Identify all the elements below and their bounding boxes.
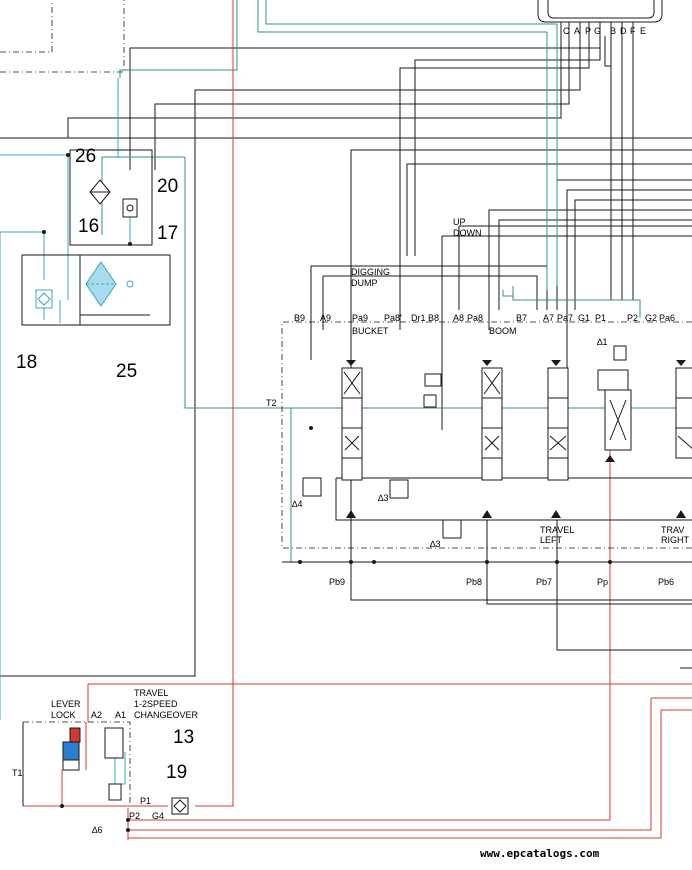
spool-boom (481, 360, 503, 518)
callout-13: 13 (173, 727, 195, 748)
pump-unit-top-right (537, 0, 663, 36)
callout-17: 17 (157, 223, 179, 244)
label-star-3a: ∆3 (378, 493, 389, 503)
label-boom: BOOM (489, 326, 517, 336)
port-pa6: Pa6 (659, 313, 676, 323)
port-label-f: F (630, 26, 636, 36)
label-digging: DIGGING (351, 267, 391, 277)
port-a2: A2 (91, 710, 103, 720)
label-star-3b: ∆3 (430, 539, 441, 549)
port-label-d: D (620, 26, 627, 36)
port-p1-lower: P1 (140, 796, 152, 806)
port-pa9: Pa9 (352, 313, 369, 323)
pump-pilot-valve (597, 345, 632, 462)
upper-left-dashed-frames (0, 0, 125, 73)
port-g4: G4 (152, 811, 165, 821)
watermark-url: www.epcatalogs.com (480, 847, 600, 860)
port-pp: Pp (597, 577, 609, 587)
label-dump: DUMP (351, 278, 378, 288)
port-label-b: B (610, 26, 617, 36)
label-travel-speed-3: CHANGEOVER (134, 710, 199, 720)
port-pb6: Pb6 (658, 577, 675, 587)
lever-lock-solenoid-valve (22, 721, 131, 806)
label-star-4: ∆4 (292, 499, 303, 509)
filter-assembly (21, 149, 171, 326)
spool-travel-left (547, 360, 569, 518)
callout-25: 25 (116, 361, 138, 382)
label-lock: LOCK (51, 710, 76, 720)
port-p2: P2 (627, 313, 639, 323)
port-pb7: Pb7 (536, 577, 553, 587)
port-t1: T1 (12, 768, 23, 778)
port-label-p: P (585, 26, 592, 36)
callout-18: 18 (16, 352, 38, 373)
label-travel-right-1: TRAV (661, 525, 685, 535)
return-lines-blue (0, 78, 131, 788)
label-travel-left-2: LEFT (540, 535, 563, 545)
junction-dots (42, 153, 612, 832)
port-a8: A8 (453, 313, 465, 323)
label-bucket: BUCKET (352, 326, 389, 336)
port-b7: B7 (516, 313, 528, 323)
spool-travel-right (675, 360, 692, 518)
spool-bucket (341, 360, 363, 518)
port-a9: A9 (320, 313, 332, 323)
port-g2: G2 (645, 313, 658, 323)
callout-26: 26 (75, 146, 97, 167)
relief-valves (302, 373, 462, 539)
label-star-1: ∆1 (597, 337, 608, 347)
port-g1: G1 (578, 313, 591, 323)
port-label-g: G (594, 26, 602, 36)
label-down: DOWN (453, 228, 482, 238)
port-b8: B8 (428, 313, 440, 323)
label-lever: LEVER (51, 699, 81, 709)
port-p2-lower: P2 (129, 811, 141, 821)
port-dr1: Dr1 (411, 313, 426, 323)
label-travel-speed-1: TRAVEL (134, 688, 169, 698)
callout-19: 19 (166, 762, 188, 783)
callout-16: 16 (78, 216, 100, 237)
port-label-e: E (640, 26, 647, 36)
port-pb8: Pb8 (466, 577, 483, 587)
port-p1: P1 (595, 313, 607, 323)
port-a7: A7 (543, 313, 555, 323)
port-label-a: A (574, 26, 581, 36)
label-travel-speed-2: 1-2SPEED (134, 699, 178, 709)
label-travel-right-2: RIGHT (661, 535, 689, 545)
label-travel-left-1: TRAVEL (540, 525, 575, 535)
port-label-c: C (563, 26, 570, 36)
filter-19 (171, 797, 189, 815)
port-pa7: Pa7 (557, 313, 574, 323)
port-pb9: Pb9 (329, 577, 346, 587)
port-a1: A1 (115, 710, 127, 720)
label-star-6: ∆6 (92, 825, 103, 835)
port-pa8: Pa8 (467, 313, 484, 323)
pilot-lines-black (0, 36, 692, 677)
callout-20: 20 (157, 176, 179, 197)
port-pa8-prime: Pa8' (384, 313, 402, 323)
port-t2: T2 (266, 398, 277, 408)
pressure-lines-red (23, 0, 692, 840)
label-up: UP (453, 217, 466, 227)
travel-speed-solenoid-valve (104, 727, 124, 801)
port-b9: B9 (294, 313, 306, 323)
